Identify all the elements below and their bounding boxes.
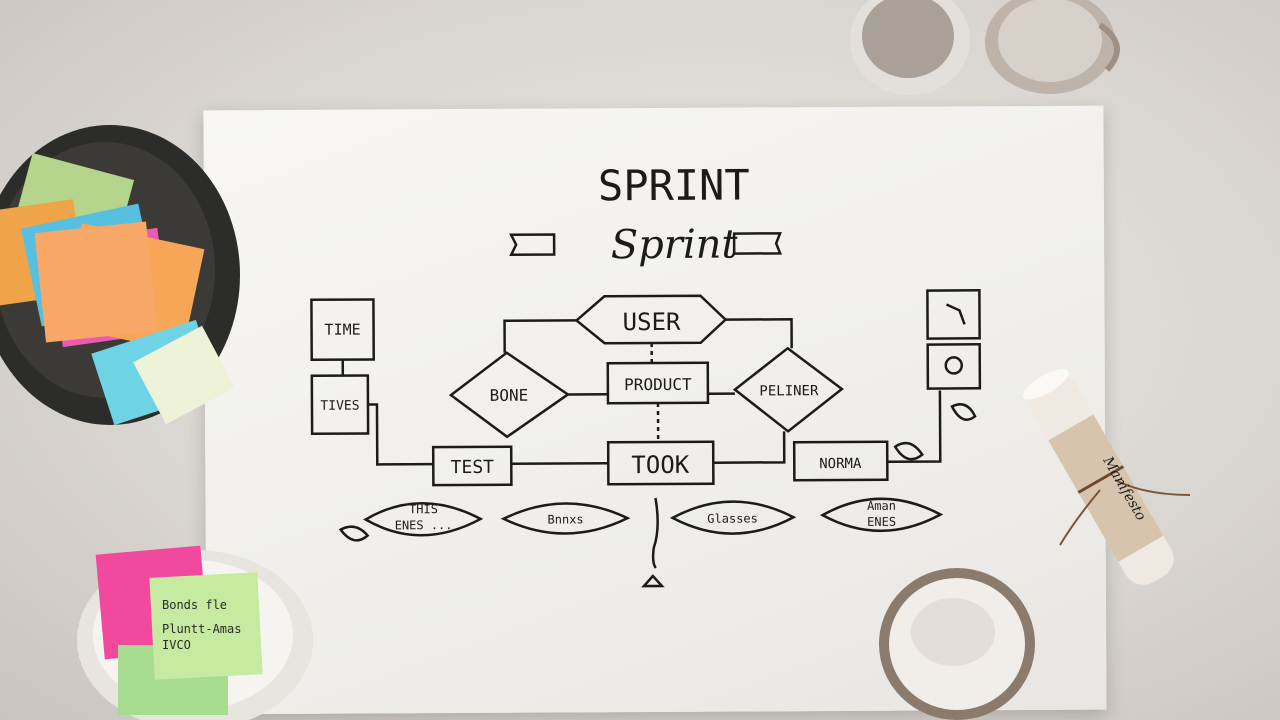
right-box-top [926,289,981,340]
right-diamond-node [732,346,844,433]
note-green-main [149,572,263,680]
connector-norma-right [887,390,942,464]
sketch-title: SPRINT [598,161,750,211]
product-label: PRODUCT [624,375,692,394]
oval-1 [363,501,484,537]
oval-4-line2: ENES [867,515,896,529]
sketch-subtitle: Sprint [611,222,739,269]
sticky-note-line3: IVCO [162,638,191,652]
left-box-top-label: TIME [324,321,360,339]
oval-4 [819,497,944,533]
arrow-small [641,574,665,588]
white-bowl-with-notes [77,545,313,720]
scroll-label-area [1048,414,1164,562]
right-diamond-label: PELINER [759,383,819,399]
sticky-note-line2: Pluntt-Amas [162,622,242,636]
flowchart-diagram: SPRINT Sprint [310,161,982,588]
left-diamond-node [448,351,571,439]
right-box-middle [926,343,982,390]
right-doodle [893,441,924,461]
cup-1-inner [862,0,954,78]
rolled-scroll: Manifesto [1022,369,1191,585]
right-box-middle-mark [944,356,964,375]
oval-3 [669,500,797,535]
took-label: TOOK [631,451,689,479]
oval-2 [500,502,631,535]
bottom-right-bowl [879,568,1035,720]
right-box-top-mark [945,303,966,325]
norma-label: NORMA [819,456,862,472]
twine-end-1 [1114,479,1191,496]
connector-took-right [713,431,786,464]
connector-took-down [651,497,659,569]
connector-test-took [511,461,609,466]
connector-tives-test [367,403,434,466]
connector-user-left [503,319,577,353]
oval-2-line1: Bnnxs [547,512,583,526]
left-flag [509,233,556,257]
cup-2-handle [1098,22,1120,73]
bowl-shadow [911,598,995,666]
note-peach [34,221,158,343]
test-label: TEST [451,457,495,478]
right-flag [732,232,783,255]
test-node [431,445,513,487]
oval-1-line2: ENES ... [395,518,453,532]
left-box-bottom-label: TIVES [320,399,359,414]
dark-bowl-with-notes [0,125,240,426]
left-doodle [338,525,370,542]
note-cream [133,325,235,425]
scroll-top [1022,369,1069,400]
oval-1-line1: THIS [409,502,438,516]
scroll-twine [1077,465,1125,494]
oval-3-line1: Glasses [707,511,758,525]
sticky-note-line1: Bonds fle [162,598,228,612]
twine-end-2 [1059,489,1101,546]
cup-2-inner [998,0,1102,82]
right-doodle-2 [950,403,977,421]
user-label: USER [623,308,681,336]
paper-sheet: SPRINT Sprint [203,105,1107,715]
connector-user-right [725,318,793,349]
top-cups [850,0,1120,95]
oval-4-line1: Aman [867,499,896,513]
left-diamond-label: BONE [490,386,529,405]
